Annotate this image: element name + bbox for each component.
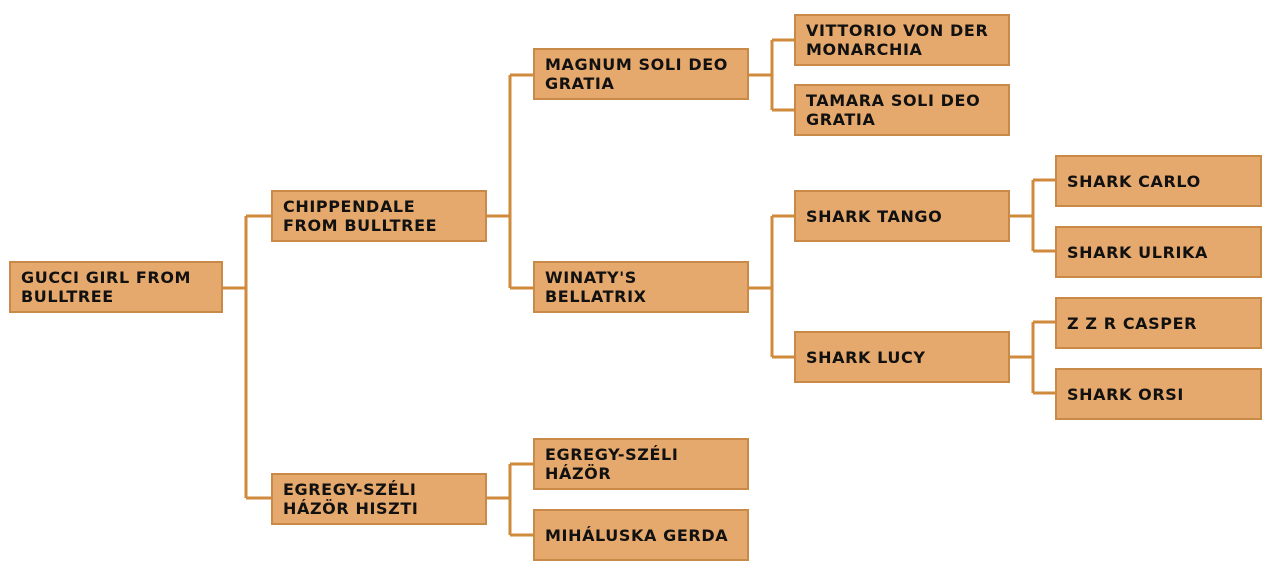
node-sire-dam-dam: SHARK LUCY bbox=[794, 331, 1010, 383]
node-sire-sire: MAGNUM SOLI DEO GRATIA bbox=[533, 48, 749, 100]
node-sire-sire-label: MAGNUM SOLI DEO GRATIA bbox=[545, 55, 728, 93]
node-sire-dam-sire-label: SHARK TANGO bbox=[806, 206, 943, 226]
node-sire-dam: WINATY'S BELLATRIX bbox=[533, 261, 749, 313]
node-shark-orsi-label: SHARK ORSI bbox=[1067, 384, 1184, 404]
node-shark-ulrika-label: SHARK ULRIKA bbox=[1067, 242, 1209, 262]
connector-chippendale bbox=[486, 73, 534, 290]
node-shark-orsi: SHARK ORSI bbox=[1055, 368, 1262, 420]
node-sire: CHIPPENDALE FROM BULLTREE bbox=[271, 190, 487, 242]
connector-magnum bbox=[748, 38, 795, 112]
node-dam-sire: EGREGY-SZÉLI HÁZÖR bbox=[533, 438, 749, 490]
connector-egregy-hiszti bbox=[486, 462, 534, 537]
connector-subject bbox=[222, 214, 272, 500]
node-dam-dam: MIHÁLUSKA GERDA bbox=[533, 509, 749, 561]
node-dam: EGREGY-SZÉLI HÁZÖR HISZTI bbox=[271, 473, 487, 525]
node-dam-dam-label: MIHÁLUSKA GERDA bbox=[545, 525, 729, 545]
connector-shark-tango bbox=[1009, 178, 1056, 253]
node-sire-sire-dam: TAMARA SOLI DEO GRATIA bbox=[794, 84, 1010, 136]
node-subject-label: GUCCI GIRL FROM BULLTREE bbox=[21, 268, 192, 306]
node-shark-carlo-label: SHARK CARLO bbox=[1067, 171, 1201, 191]
node-sire-label: CHIPPENDALE FROM BULLTREE bbox=[283, 197, 438, 235]
connector-winaty bbox=[748, 214, 795, 359]
node-shark-ulrika: SHARK ULRIKA bbox=[1055, 226, 1262, 278]
node-zzr-casper: Z Z R CASPER bbox=[1055, 297, 1262, 349]
node-sire-dam-label: WINATY'S BELLATRIX bbox=[545, 268, 647, 306]
node-sire-sire-dam-label: TAMARA SOLI DEO GRATIA bbox=[806, 91, 981, 129]
node-shark-carlo: SHARK CARLO bbox=[1055, 155, 1262, 207]
node-dam-label: EGREGY-SZÉLI HÁZÖR HISZTI bbox=[283, 480, 419, 518]
node-sire-sire-sire-label: VITTORIO VON DER MONARCHIA bbox=[806, 21, 989, 59]
connector-shark-lucy bbox=[1009, 320, 1056, 395]
node-subject: GUCCI GIRL FROM BULLTREE bbox=[9, 261, 223, 313]
node-sire-dam-sire: SHARK TANGO bbox=[794, 190, 1010, 242]
node-sire-dam-dam-label: SHARK LUCY bbox=[806, 347, 926, 367]
node-dam-sire-label: EGREGY-SZÉLI HÁZÖR bbox=[545, 445, 679, 483]
node-sire-sire-sire: VITTORIO VON DER MONARCHIA bbox=[794, 14, 1010, 66]
node-zzr-casper-label: Z Z R CASPER bbox=[1067, 313, 1198, 333]
